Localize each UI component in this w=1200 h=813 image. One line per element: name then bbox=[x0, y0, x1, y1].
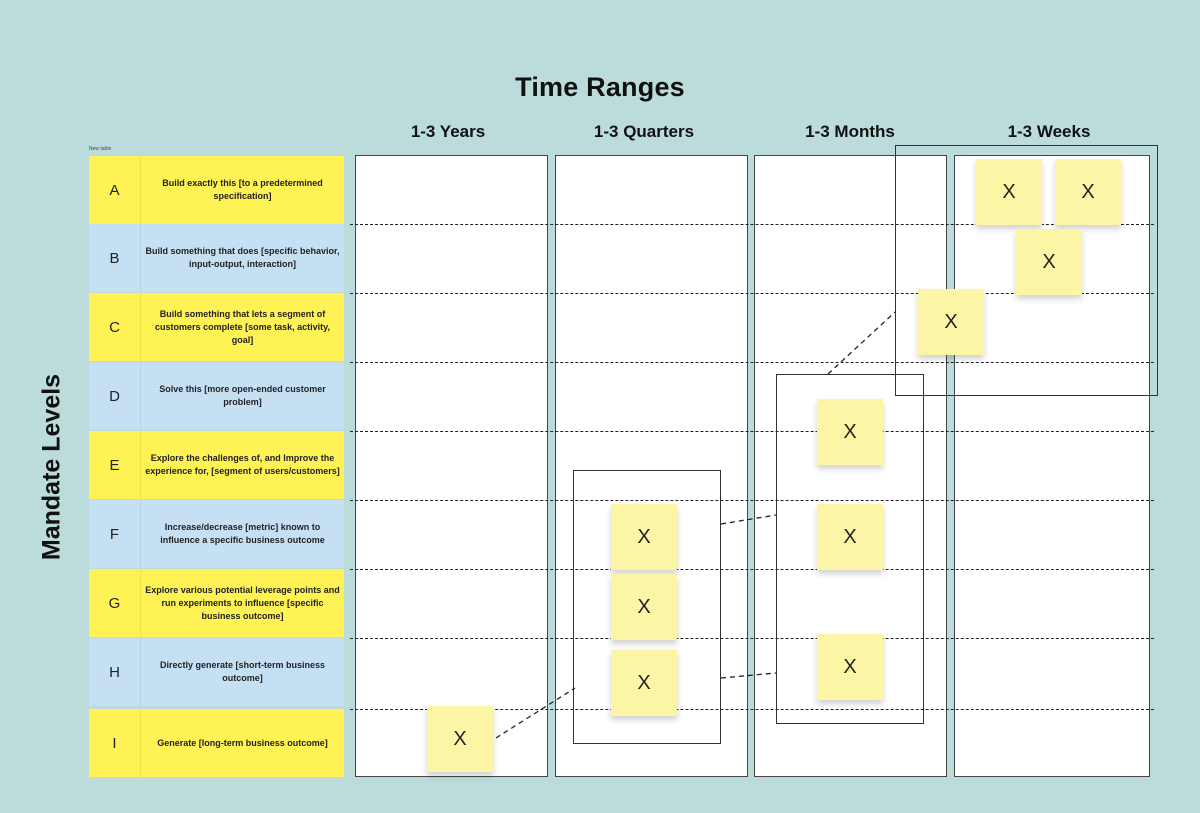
row-letter: F bbox=[89, 500, 141, 568]
column-header-quarters: 1-3 Quarters bbox=[593, 122, 695, 141]
row-letter: A bbox=[89, 156, 141, 224]
row-description: Increase/decrease [metric] known to infl… bbox=[160, 522, 325, 545]
row-a: A Build exactly this [to a predetermined… bbox=[89, 156, 344, 224]
row-h: H Directly generate [short-term business… bbox=[89, 638, 344, 706]
sticky-note-a-weeks-1[interactable]: X bbox=[976, 159, 1042, 225]
connector-line bbox=[827, 311, 896, 375]
sticky-note-i-years[interactable]: X bbox=[427, 706, 493, 772]
row-divider bbox=[350, 709, 1154, 710]
row-i: I Generate [long-term business outcome] bbox=[89, 709, 344, 777]
row-description: Solve this [more open-ended customer pro… bbox=[159, 384, 326, 407]
row-divider bbox=[350, 224, 1154, 225]
row-divider bbox=[350, 500, 1154, 501]
row-letter: D bbox=[89, 362, 141, 430]
row-letter: B bbox=[89, 224, 141, 292]
row-divider bbox=[350, 293, 1154, 294]
sticky-note-g-quarters[interactable]: X bbox=[611, 574, 677, 640]
sticky-note-a-weeks-2[interactable]: X bbox=[1055, 159, 1121, 225]
sticky-note-e-months[interactable]: X bbox=[817, 399, 883, 465]
column-header-months: 1-3 Months bbox=[805, 122, 895, 141]
row-g: G Explore various potential leverage poi… bbox=[89, 569, 344, 637]
row-description: Build something that lets a segment of c… bbox=[155, 308, 330, 345]
row-divider bbox=[350, 431, 1154, 432]
chart-title: Time Ranges bbox=[515, 72, 685, 102]
connector-line bbox=[720, 514, 777, 525]
row-divider bbox=[350, 638, 1154, 639]
row-divider bbox=[350, 569, 1154, 570]
row-b: B Build something that does [specific be… bbox=[89, 224, 344, 292]
row-letter: E bbox=[89, 431, 141, 499]
row-letter: H bbox=[89, 638, 141, 706]
row-description: Explore the challenges of, and Improve t… bbox=[145, 453, 340, 476]
column-header-weeks: 1-3 Weeks bbox=[1007, 122, 1091, 141]
row-description: Directly generate [short-term business o… bbox=[159, 660, 326, 683]
row-c: C Build something that lets a segment of… bbox=[89, 293, 344, 361]
row-f: F Increase/decrease [metric] known to in… bbox=[89, 500, 344, 568]
group-frame-weeks bbox=[895, 145, 1158, 396]
sticky-note-f-quarters[interactable]: X bbox=[611, 504, 677, 570]
row-description: Build exactly this [to a predetermined s… bbox=[162, 178, 323, 201]
table-caption: New table bbox=[89, 146, 112, 152]
row-e: E Explore the challenges of, and Improve… bbox=[89, 431, 344, 499]
sticky-note-h-quarters[interactable]: X bbox=[611, 650, 677, 716]
group-frame-months bbox=[776, 374, 924, 724]
row-description: Generate [long-term business outcome] bbox=[157, 737, 328, 748]
row-d: D Solve this [more open-ended customer p… bbox=[89, 362, 344, 430]
sticky-note-h-months[interactable]: X bbox=[817, 634, 883, 700]
row-description: Explore various potential leverage point… bbox=[145, 584, 340, 621]
row-letter: I bbox=[89, 709, 141, 777]
sticky-note-b-weeks[interactable]: X bbox=[1016, 229, 1082, 295]
row-description: Build something that does [specific beha… bbox=[145, 246, 340, 269]
sticky-note-f-months[interactable]: X bbox=[817, 504, 883, 570]
group-frame-quarters bbox=[573, 470, 721, 744]
connector-line bbox=[720, 672, 777, 679]
column-years bbox=[355, 155, 548, 777]
row-divider bbox=[350, 362, 1154, 363]
column-header-years: 1-3 Years bbox=[410, 122, 486, 141]
sticky-note-c-weeks[interactable]: X bbox=[918, 289, 984, 355]
row-letter: C bbox=[89, 293, 141, 361]
connector-line bbox=[495, 687, 576, 739]
row-letter: G bbox=[89, 569, 141, 637]
